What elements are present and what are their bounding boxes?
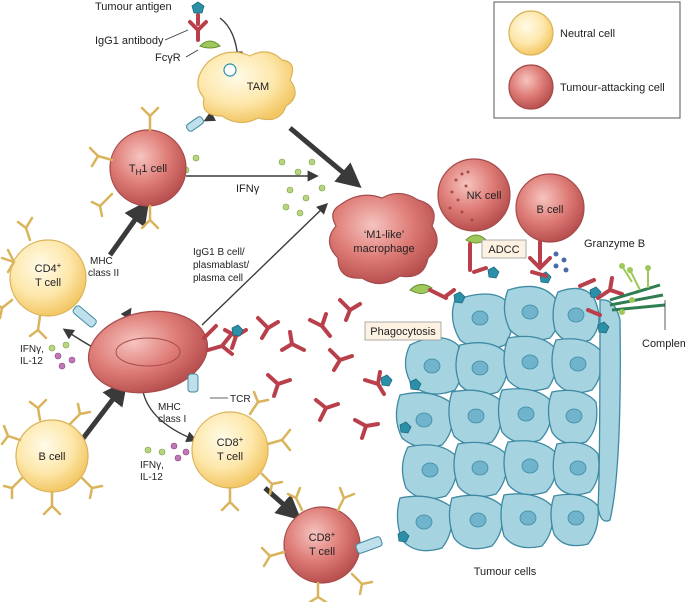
- tumour-cells-label: Tumour cells: [474, 566, 537, 578]
- fcgr-label: FcγR: [155, 52, 181, 64]
- phagocytosis-box: [364, 321, 442, 341]
- adcc-label: ADCC: [488, 244, 519, 256]
- b-cell-bottom-label: B cell: [39, 451, 66, 463]
- th1-label: TH1 cell: [129, 163, 167, 177]
- legend-attacking-label: Tumour-attacking cell: [560, 82, 665, 94]
- legend-neutral-swatch: [508, 10, 554, 56]
- tam-label: TAM: [247, 81, 269, 93]
- nk-cell: NK cell: [437, 158, 511, 272]
- plasma-label-3: plasma cell: [193, 273, 243, 284]
- complement-label: Complement: [642, 338, 685, 350]
- ifng-dots-low: [144, 442, 190, 462]
- m1-label-1: ‘M1-like’: [364, 229, 404, 241]
- ifng-dots-left: [48, 341, 76, 370]
- legend: Neutral cell Tumour-attacking cell: [493, 1, 681, 119]
- plasma-label-2: plasmablast/: [193, 260, 249, 271]
- ifng-low-label-1: IFNγ,: [140, 460, 164, 471]
- tumour-cell-cluster: Tumour cells: [395, 285, 621, 578]
- cd4-label-1: CD4+: [35, 261, 62, 275]
- mhc1-label-2: class I: [158, 414, 186, 425]
- mhc2-label-2: class II: [88, 268, 119, 279]
- tumour-antigens: [380, 266, 610, 543]
- legend-neutral-label: Neutral cell: [560, 28, 615, 40]
- tcr-label: TCR: [230, 394, 251, 405]
- m1-macrophage: ‘M1-like’ macrophage: [328, 192, 448, 300]
- b-cell-bottom: B cell: [0, 398, 104, 516]
- mhc2-label-1: MHC: [90, 256, 113, 267]
- cd8-t-cell-neutral: CD8+ T cell: [191, 390, 292, 512]
- mhc1-label-1: MHC: [158, 402, 181, 413]
- cd8-bottom-label-1: CD8+: [309, 530, 336, 544]
- igg1-antibody-label: IgG1 antibody: [95, 35, 164, 47]
- adcc-box: [481, 239, 527, 259]
- free-antibodies: [223, 276, 624, 440]
- b-cell-top: B cell Granzyme B: [515, 173, 645, 273]
- plasma-label-1: IgG1 B cell/: [193, 247, 245, 258]
- ifng-low-label-2: IL-12: [140, 472, 163, 483]
- cd4-label-2: T cell: [35, 277, 61, 289]
- ifng-left-label-1: IFNγ,: [20, 344, 44, 355]
- granzyme-label: Granzyme B: [584, 238, 645, 250]
- ifng-left-label-2: IL-12: [20, 356, 43, 367]
- antigen-antibody-complex: Tumour antigen IgG1 antibody FcγR: [95, 1, 221, 64]
- cd4-t-cell: CD4+ T cell MHC class II: [0, 216, 119, 340]
- ifng-top-label: IFNγ: [236, 183, 260, 195]
- plasma-cell: IgG1 B cell/ plasmablast/ plasma cell TC…: [87, 247, 251, 425]
- phagocytosis-label: Phagocytosis: [370, 326, 436, 338]
- tumour-antigen-label: Tumour antigen: [95, 1, 172, 13]
- complement-complex: Complement: [609, 263, 685, 350]
- legend-attacking-swatch: [508, 64, 554, 110]
- cd8-mid-label-2: T cell: [217, 451, 243, 463]
- bound-antibodies: [444, 266, 596, 298]
- m1-label-2: macrophage: [353, 243, 414, 255]
- cd8-t-cell-attacking: CD8+ T cell: [260, 486, 383, 602]
- cd8-mid-label-1: CD8+: [217, 435, 244, 449]
- tam-cell: TAM: [197, 51, 296, 124]
- th1-cell: TH1 cell: [88, 106, 204, 230]
- b-cell-top-label: B cell: [537, 204, 564, 216]
- cd8-bottom-label-2: T cell: [309, 546, 335, 558]
- ifng-dots-top: [174, 146, 326, 217]
- nk-label: NK cell: [467, 190, 502, 202]
